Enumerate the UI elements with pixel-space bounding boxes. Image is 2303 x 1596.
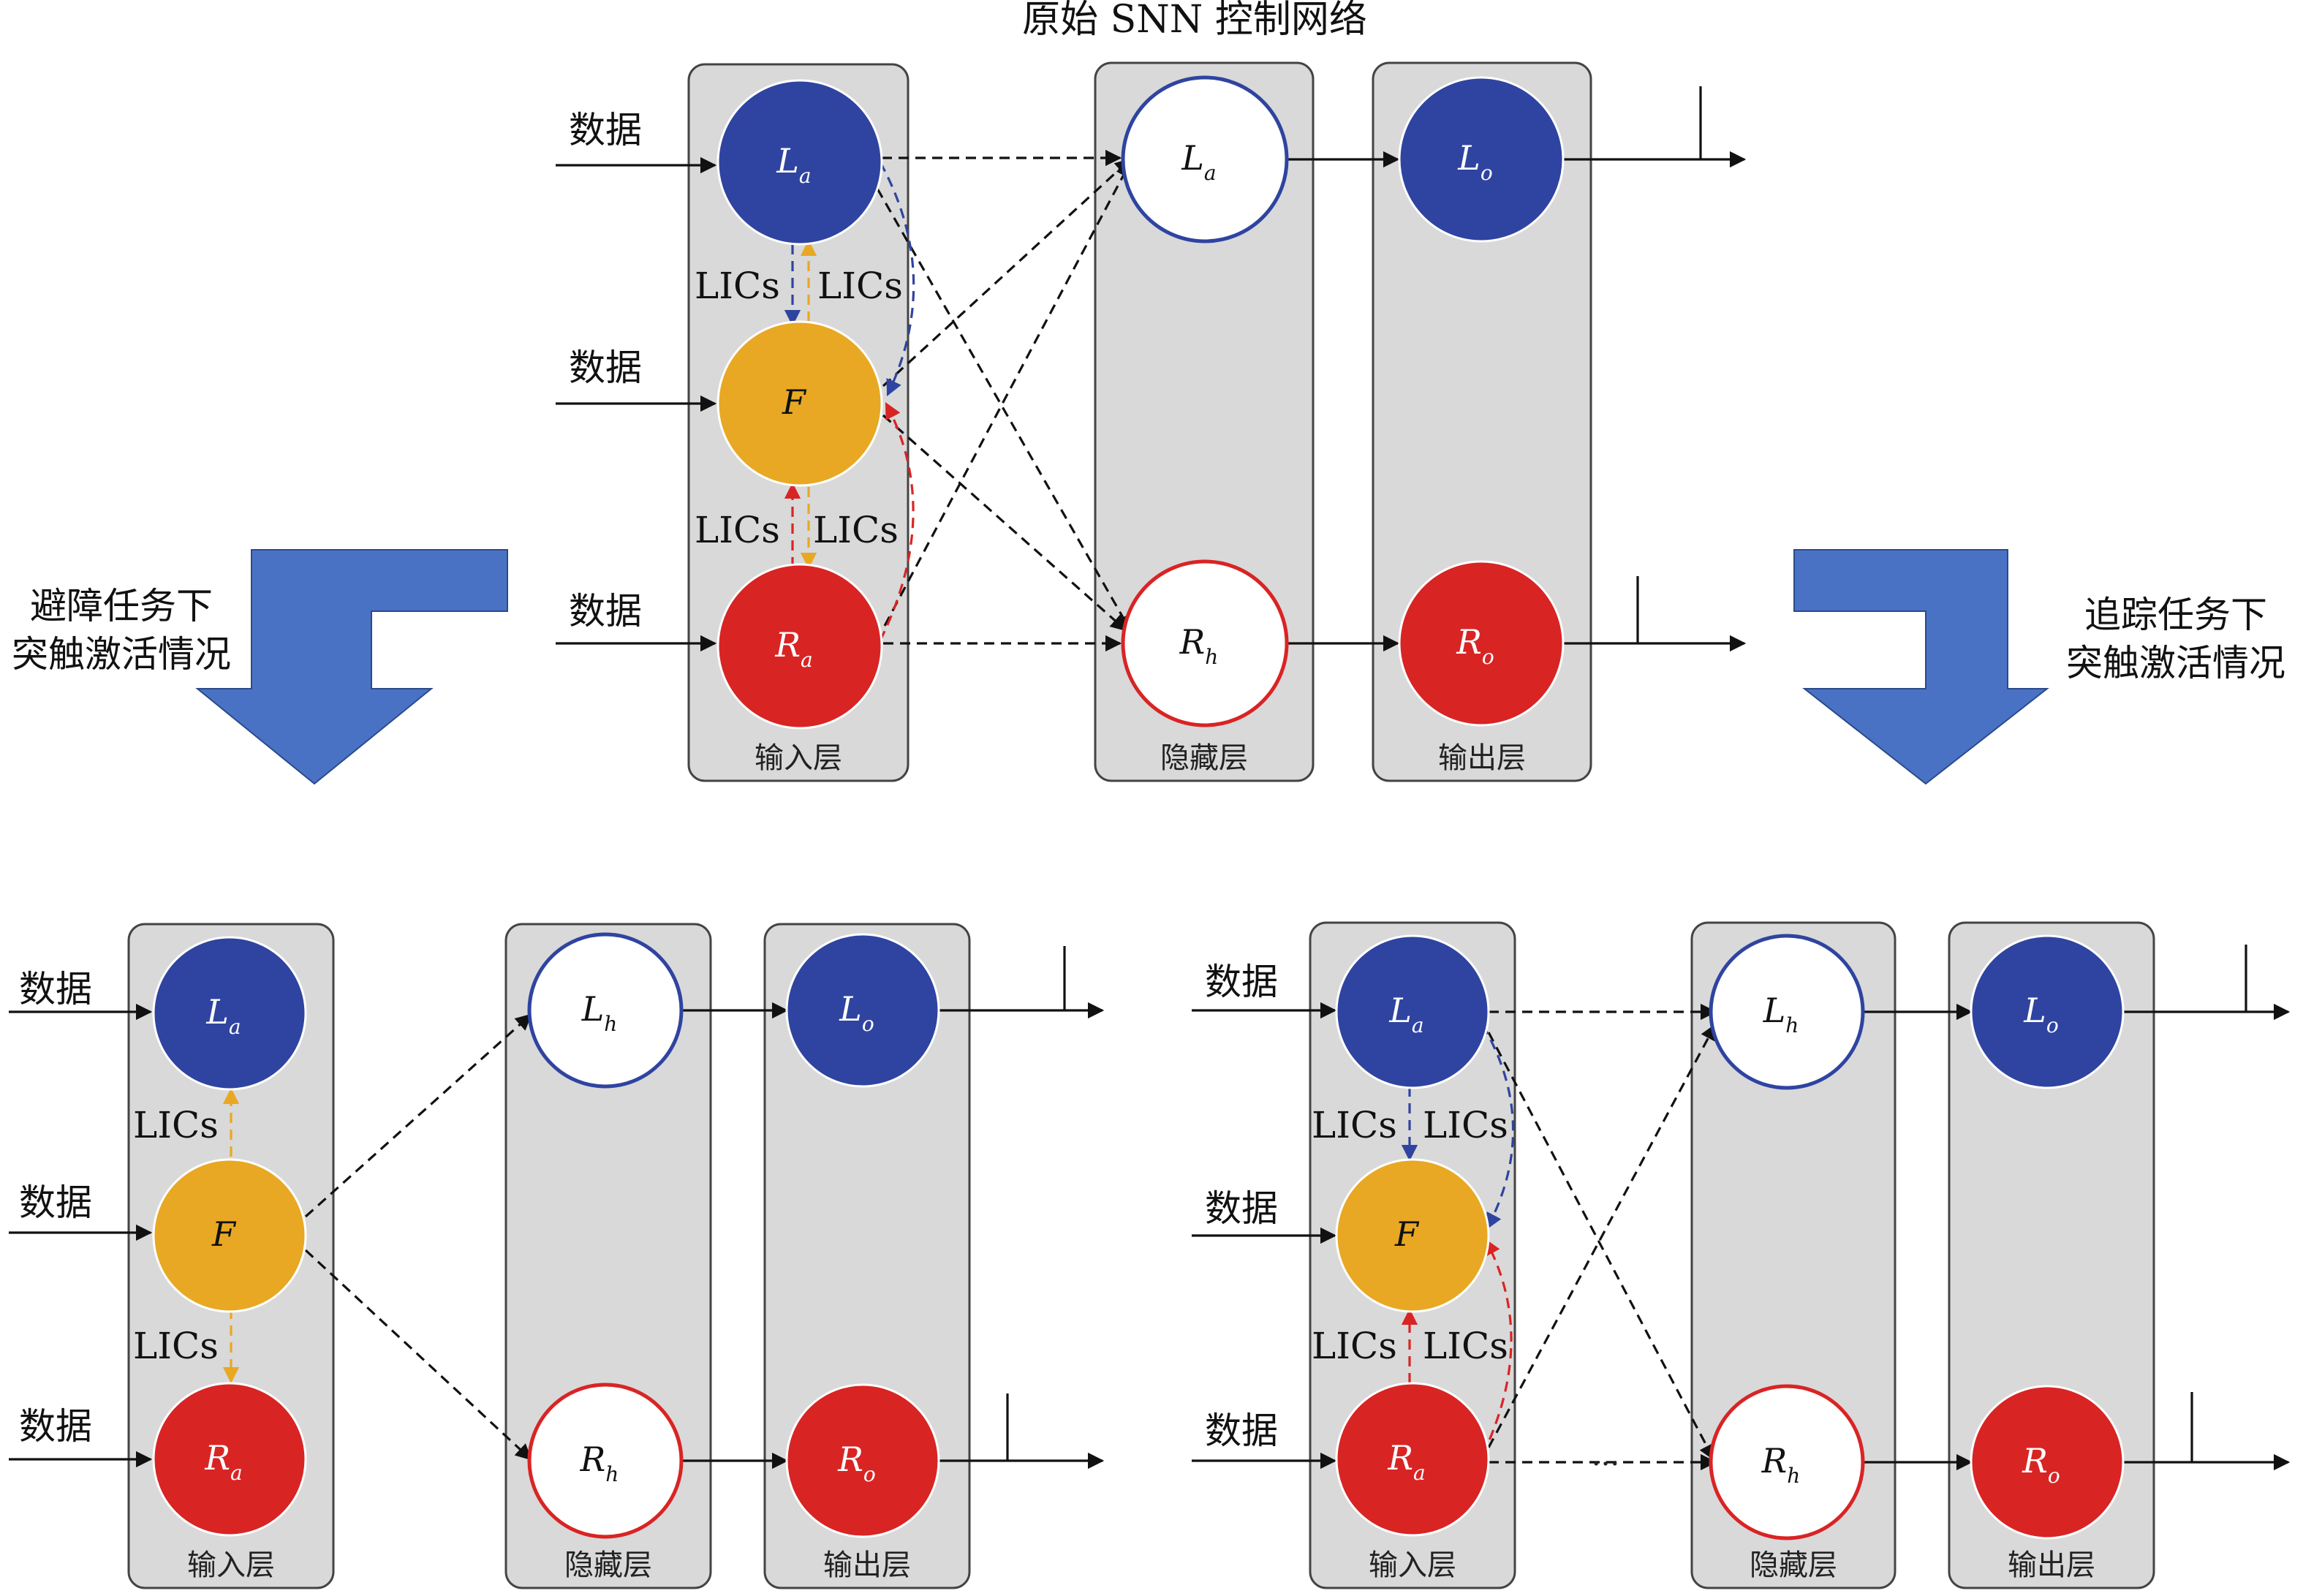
br-lics-La-F-curve <box>1481 1024 1515 1230</box>
br-output-layer-label: 输出层 <box>2008 1548 2095 1582</box>
top-neuron-Rh: Rh <box>1121 559 1289 727</box>
top-data-label-1: 数据 <box>569 347 642 389</box>
top-neuron-Ra-label: Ra <box>774 625 812 672</box>
bl-lics-label-2: LICs <box>133 1325 219 1367</box>
br-neuron-F-label: F <box>1394 1214 1420 1254</box>
top-neuron-Ra: Ra <box>716 563 883 730</box>
br-input-layer-label: 输入层 <box>1369 1548 1456 1582</box>
top-hidden-layer-label: 隐藏层 <box>1160 741 1248 775</box>
bl-neuron-Lo: Lo <box>785 933 940 1088</box>
right-caption-line-1: 追踪任务下 <box>2084 594 2267 636</box>
bl-conn-F-Rh <box>304 1249 532 1461</box>
br-neuron-Lh: Lh <box>1709 934 1865 1090</box>
br-neuron-Ro: Ro <box>1970 1385 2125 1540</box>
br-data-label-2: 数据 <box>1205 1410 1278 1452</box>
br-data-label-0: 数据 <box>1205 961 1278 1003</box>
br-data-label-1: 数据 <box>1205 1187 1278 1230</box>
top-conn-La-Rh <box>876 188 1132 632</box>
left-caption-line-2: 突触激活情况 <box>12 633 231 676</box>
bl-output-layer-label: 输出层 <box>823 1548 911 1582</box>
right-transition-arrow <box>1793 549 2049 785</box>
diagram-title: 原始 SNN 控制网络 <box>1022 0 1367 42</box>
bl-neuron-Ro: Ro <box>785 1383 940 1538</box>
top-neuron-Lo: Lo <box>1398 76 1565 243</box>
top-lics-La-F-curve <box>879 162 915 397</box>
br-ellipsis: ... <box>1592 1439 1619 1472</box>
bl-lics-label-1: LICs <box>133 1104 219 1146</box>
top-lics-label-3: LICs <box>695 509 780 551</box>
br-neuron-Rh-label: Rh <box>1761 1441 1801 1488</box>
br-neuron-Ra: Ra <box>1335 1382 1490 1537</box>
top-conn-Ra-Lh <box>883 161 1132 627</box>
br-neuron-Lo: Lo <box>1970 934 2125 1089</box>
left-transition-arrow <box>195 549 508 785</box>
bl-neuron-Rh: Rh <box>527 1383 684 1539</box>
bl-conn-F-Lh <box>304 1013 532 1218</box>
br-neuron-Ra-label: Ra <box>1387 1438 1425 1485</box>
br-neuron-La: La <box>1335 934 1490 1089</box>
bl-neuron-F-label: F <box>211 1214 237 1254</box>
right-caption-line-2: 突触激活情况 <box>2066 642 2285 684</box>
bl-hidden-layer-label: 隐藏层 <box>564 1548 652 1582</box>
br-neuron-F: F <box>1335 1158 1490 1313</box>
top-neuron-Lh-label: La <box>1181 138 1216 185</box>
bl-input-layer-label: 输入层 <box>187 1548 275 1582</box>
bl-neuron-Ra: Ra <box>152 1382 307 1537</box>
bl-data-label-1: 数据 <box>19 1181 92 1224</box>
bl-neuron-F: F <box>152 1158 307 1313</box>
br-lics-label-2: LICs <box>1423 1104 1508 1146</box>
top-neuron-Lh: La <box>1121 75 1289 243</box>
top-input-layer-label: 输入层 <box>755 741 842 775</box>
br-lics-label-4: LICs <box>1423 1325 1508 1367</box>
top-lics-Ra-F-curve <box>879 402 915 641</box>
br-neuron-Rh: Rh <box>1709 1384 1865 1540</box>
br-hidden-layer-label: 隐藏层 <box>1750 1548 1837 1582</box>
br-conn-La-Rh <box>1487 1032 1715 1461</box>
top-data-label-0: 数据 <box>569 109 642 151</box>
top-conn-F-Lh <box>882 158 1132 387</box>
br-lics-label-1: LICs <box>1312 1104 1397 1146</box>
top-lics-label-2: LICs <box>817 265 903 307</box>
bl-data-label-2: 数据 <box>19 1405 92 1448</box>
top-output-layer-label: 输出层 <box>1438 741 1526 775</box>
top-neuron-F: F <box>716 320 883 487</box>
top-neuron-F-label: F <box>782 382 807 422</box>
br-lics-label-3: LICs <box>1312 1325 1397 1367</box>
bl-neuron-Lh: Lh <box>527 932 684 1089</box>
top-conn-F-Rh <box>882 414 1127 632</box>
top-lics-label-4: LICs <box>813 509 899 551</box>
top-lics-label-1: LICs <box>695 265 780 307</box>
bl-data-label-0: 数据 <box>19 968 92 1010</box>
top-neuron-La: La <box>716 79 883 246</box>
br-conn-Ra-Lh <box>1487 1024 1717 1448</box>
left-caption-line-1: 避障任务下 <box>30 585 213 627</box>
top-neuron-Ro: Ro <box>1398 560 1565 727</box>
top-data-label-2: 数据 <box>569 590 642 632</box>
bl-neuron-La: La <box>152 936 307 1091</box>
